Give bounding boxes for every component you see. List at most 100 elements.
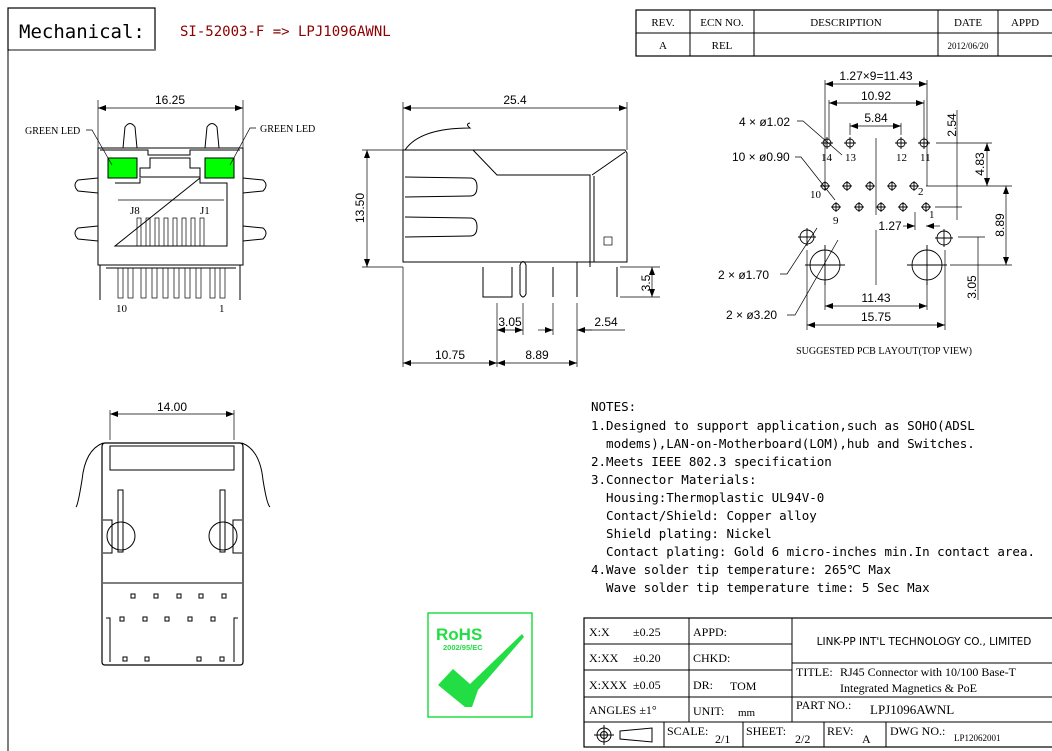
note-line: Contact plating: Gold 6 micro-inches min… (591, 544, 1035, 559)
front-view: 16.25 J8 J1 10 (25, 93, 315, 315)
part-no-label: PART NO.: (796, 698, 851, 712)
pcb-holes (798, 137, 953, 285)
note-line: 1.Designed to support application,such a… (591, 418, 975, 433)
dwg-no-label: DWG NO.: (890, 724, 945, 738)
note-line: 4.Wave solder tip temperature: 265℃ Max (591, 562, 891, 577)
j1-label: J1 (200, 205, 210, 217)
model-conversion: SI-52003-F => LPJ1096AWNL (180, 24, 391, 40)
date-value: 2012/06/20 (947, 41, 989, 51)
pcb-dim-2-54: 2.54 (945, 113, 959, 137)
rev-header: REV. (651, 17, 675, 29)
note-line: 3.Connector Materials: (591, 472, 757, 487)
pin-length-dim: 3.5 (639, 274, 653, 291)
date-header: DATE (954, 17, 982, 29)
pin-1: 1 (929, 209, 935, 221)
pcb-dim-3-05: 3.05 (965, 275, 979, 299)
pin-1-label: 1 (219, 303, 225, 315)
title-line-2: Integrated Magnetics & PoE (840, 681, 977, 695)
sheet-value: 2/2 (795, 732, 810, 746)
bottom-width-dim: 14.00 (157, 400, 187, 414)
green-led-right-label: GREEN LED (260, 124, 315, 135)
drawn-by: TOM (730, 679, 757, 693)
note-line: modems),LAN-on-Motherboard(LOM),hub and … (591, 436, 975, 451)
pcb-caption: SUGGESTED PCB LAYOUT(TOP VIEW) (796, 346, 972, 357)
pin-2: 2 (918, 186, 924, 198)
rev-value-block: A (862, 732, 871, 746)
note-line: Housing:Thermoplastic UL94V-0 (591, 490, 824, 505)
side-height-dim: 13.50 (353, 193, 367, 223)
tol-xxx-value: ±0.05 (633, 678, 661, 692)
note-line: Contact/Shield: Copper alloy (591, 508, 817, 523)
pcb-dim-15-75: 15.75 (861, 310, 891, 324)
dim-10-75: 10.75 (435, 348, 465, 362)
rev-label: REV: (827, 724, 853, 738)
dim-2-54: 2.54 (594, 315, 618, 329)
pcb-dim-5-84: 5.84 (864, 111, 888, 125)
pin-14: 14 (821, 152, 833, 164)
description-header: DESCRIPTION (810, 17, 882, 29)
dwg-number: LP12062001 (954, 733, 1001, 743)
note-line: Shield plating: Nickel (591, 526, 772, 541)
scale-label: SCALE: (667, 724, 708, 738)
tol-x-value: ±0.25 (633, 625, 661, 639)
dr-label: DR: (693, 678, 713, 692)
jack-contacts (136, 217, 205, 247)
green-led-right (204, 157, 235, 179)
pin-13: 13 (845, 152, 857, 164)
pin-9: 9 (833, 215, 839, 227)
dim-3-05: 3.05 (498, 315, 522, 329)
pin-10: 10 (810, 189, 822, 201)
sheet-label: SHEET: (746, 724, 786, 738)
bottom-view: 14.00 (75, 400, 271, 666)
pin-11: 11 (920, 152, 931, 164)
unit-value: mm (738, 707, 756, 719)
callout-4x-1-02: 4 × ø1.02 (739, 115, 790, 129)
rohs-directive: 2002/95/EC (443, 643, 483, 652)
ecn-header: ECN NO. (700, 17, 744, 29)
checkmark-icon (438, 634, 524, 707)
pcb-layout: 1.27×9=11.43 10.92 5.84 14 13 12 11 10 2… (718, 69, 1012, 357)
callout-2x-3-20: 2 × ø3.20 (726, 308, 777, 322)
company-name: LINK-PP INT'L TECHNOLOGY CO., LIMITED (817, 636, 1032, 648)
j8-label: J8 (130, 205, 140, 217)
header: Mechanical: SI-52003-F => LPJ1096AWNL (7, 7, 391, 51)
pin-12: 12 (896, 152, 907, 164)
pcb-dim-11-43: 11.43 (861, 291, 890, 305)
rohs-logo: RoHS 2002/95/EC (427, 612, 533, 718)
tol-x-label: X:X (589, 625, 610, 639)
title-line-1: RJ45 Connector with 10/100 Base-T (840, 665, 1017, 679)
pin-10-label: 10 (116, 303, 128, 315)
third-angle-projection-icon (594, 725, 653, 745)
unit-label: UNIT: (693, 704, 724, 718)
callout-2x-1-70: 2 × ø1.70 (718, 268, 769, 282)
note-line: 2.Meets IEEE 802.3 specification (591, 454, 832, 469)
green-led-left (107, 157, 138, 179)
pcb-dim-10-92: 10.92 (861, 89, 891, 103)
tol-xx-label: X:XX (589, 651, 619, 665)
ecn-value: REL (712, 40, 733, 52)
green-led-left-label: GREEN LED (25, 126, 80, 137)
scale-value: 2/1 (715, 732, 730, 746)
callout-10x-0-90: 10 × ø0.90 (732, 150, 790, 164)
chkd-label: CHKD: (693, 651, 730, 665)
side-view: 25.4 13.50 3.5 3.05 2.54 10.75 8.89 (353, 93, 660, 367)
rohs-label: RoHS (436, 625, 482, 644)
notes-title: NOTES: (591, 399, 636, 414)
header-label: Mechanical: (19, 21, 145, 43)
pcb-pins (117, 267, 226, 299)
part-number: LPJ1096AWNL (870, 702, 954, 717)
pcb-dim-4-83: 4.83 (973, 152, 987, 176)
side-length-dim: 25.4 (503, 93, 527, 107)
rev-value: A (659, 40, 667, 52)
note-line: Wave solder tip temperature time: 5 Sec … (591, 580, 930, 595)
appd-label: APPD: (693, 625, 727, 639)
pcb-pitch-dim: 1.27×9=11.43 (839, 69, 913, 83)
angles-tolerance: ANGLES ±1° (589, 703, 657, 717)
pcb-dim-1-27: 1.27 (878, 219, 902, 233)
revision-table: REV. ECN NO. DESCRIPTION DATE APPD A REL… (635, 9, 1052, 57)
pcb-dim-8-89: 8.89 (993, 213, 1007, 237)
tol-xx-value: ±0.20 (633, 651, 661, 665)
dim-8-89: 8.89 (525, 348, 549, 362)
appd-header: APPD (1011, 17, 1039, 29)
